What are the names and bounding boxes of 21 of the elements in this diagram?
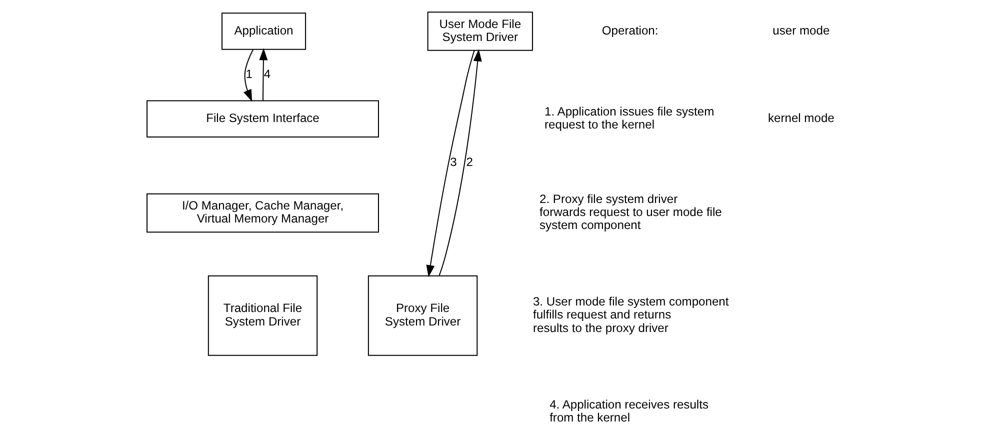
arrow — [438, 49, 482, 276]
arrow — [426, 50, 475, 278]
node-box: Proxy File System Driver — [368, 275, 478, 356]
node-box: User Mode File System Driver — [427, 12, 533, 51]
edge-label: 3 — [450, 154, 457, 169]
edge-label: 2 — [466, 154, 473, 169]
label: user mode — [772, 23, 830, 38]
node-box: I/O Manager, Cache Manager, Virtual Memory Manager — [146, 193, 379, 233]
node-box: Application — [222, 12, 306, 50]
label: 1. Application issues file system request to the kernel — [544, 104, 714, 132]
label: kernel mode — [768, 110, 834, 125]
label: 2. Proxy file system driver forwards request to user mode file system component — [540, 192, 722, 232]
label: 4. Application receives results from the kernel — [550, 397, 708, 424]
arrow — [244, 50, 254, 102]
arrow — [259, 48, 268, 101]
label: 3. User mode file system component fulfills request and returns results to the proxy driver — [532, 294, 729, 335]
node-box: File System Interface — [146, 100, 379, 138]
label: Operation: — [602, 23, 658, 38]
node-box: Traditional File System Driver — [208, 275, 318, 356]
edge-label: 4 — [264, 67, 271, 82]
edge-label: 1 — [246, 67, 253, 82]
